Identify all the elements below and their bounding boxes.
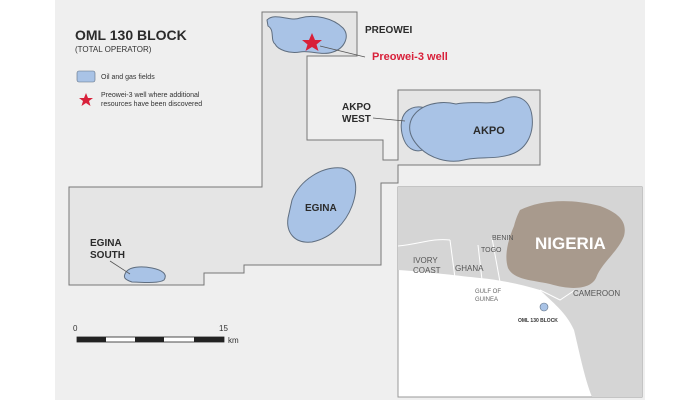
map-subtitle: (TOTAL OPERATOR) [75, 45, 152, 54]
egina-field [287, 167, 357, 243]
preowei-field [266, 15, 347, 54]
map-title: OML 130 BLOCK [75, 27, 187, 43]
inset-benin-label: BENIN [492, 235, 513, 242]
scale-end-label: 15 [219, 324, 228, 333]
inset-gulf-line1: GULF OF [475, 289, 501, 295]
akpo-west-label-line1: AKPO [342, 102, 371, 113]
scale-bar-segment-2 [135, 337, 164, 342]
preowei-well-leader [319, 45, 366, 58]
legend-well-label-line1: Preowei-3 well where additional [101, 92, 200, 99]
scale-start-label: 0 [73, 324, 78, 333]
legend-well-label-line2: resources have been discovered [101, 101, 202, 108]
egina-south-leader [109, 260, 131, 275]
egina-south-label-line2: SOUTH [90, 250, 125, 261]
akpo-field [409, 96, 533, 162]
inset-togo-label: TOGO [481, 247, 502, 254]
legend-fields-swatch [76, 70, 96, 83]
inset-borders [397, 237, 576, 301]
legend-fields-label: Oil and gas fields [101, 74, 155, 81]
preowei-well-label: Preowei-3 well [372, 51, 448, 63]
inset-cameroon-label: CAMEROON [573, 289, 620, 298]
inset-ivory-coast-line1: IVORY [413, 256, 438, 265]
oml130-block-outline [68, 11, 541, 286]
scale-bar-segment-3 [194, 337, 224, 342]
inset-map: NIGERIA BENIN TOGO IVORY COAST GHANA GUL… [397, 186, 643, 398]
egina-south-field [123, 266, 166, 283]
scale-bar-segment-1 [77, 337, 106, 342]
scale-unit-label: km [228, 336, 239, 345]
inset-block-marker-icon [539, 302, 549, 312]
egina-south-label-line1: EGINA [90, 238, 122, 249]
inset-block-label: OML 130 BLOCK [518, 318, 558, 324]
inset-nigeria-label: NIGERIA [535, 234, 606, 253]
inset-gulf-line2: GUINEA [475, 297, 498, 303]
preowei-3-well-star-icon [302, 33, 322, 51]
akpo-west-label-line2: WEST [342, 114, 371, 125]
inset-ghana-label: GHANA [455, 264, 484, 273]
inset-ivory-coast-line2: COAST [413, 266, 441, 275]
nigeria-shape [506, 201, 625, 288]
preowei-label: PREOWEI [365, 25, 412, 36]
egina-label: EGINA [305, 203, 337, 214]
akpo-label: AKPO [473, 125, 505, 137]
akpo-west-leader [372, 117, 406, 122]
legend-well-star-icon [79, 93, 93, 106]
